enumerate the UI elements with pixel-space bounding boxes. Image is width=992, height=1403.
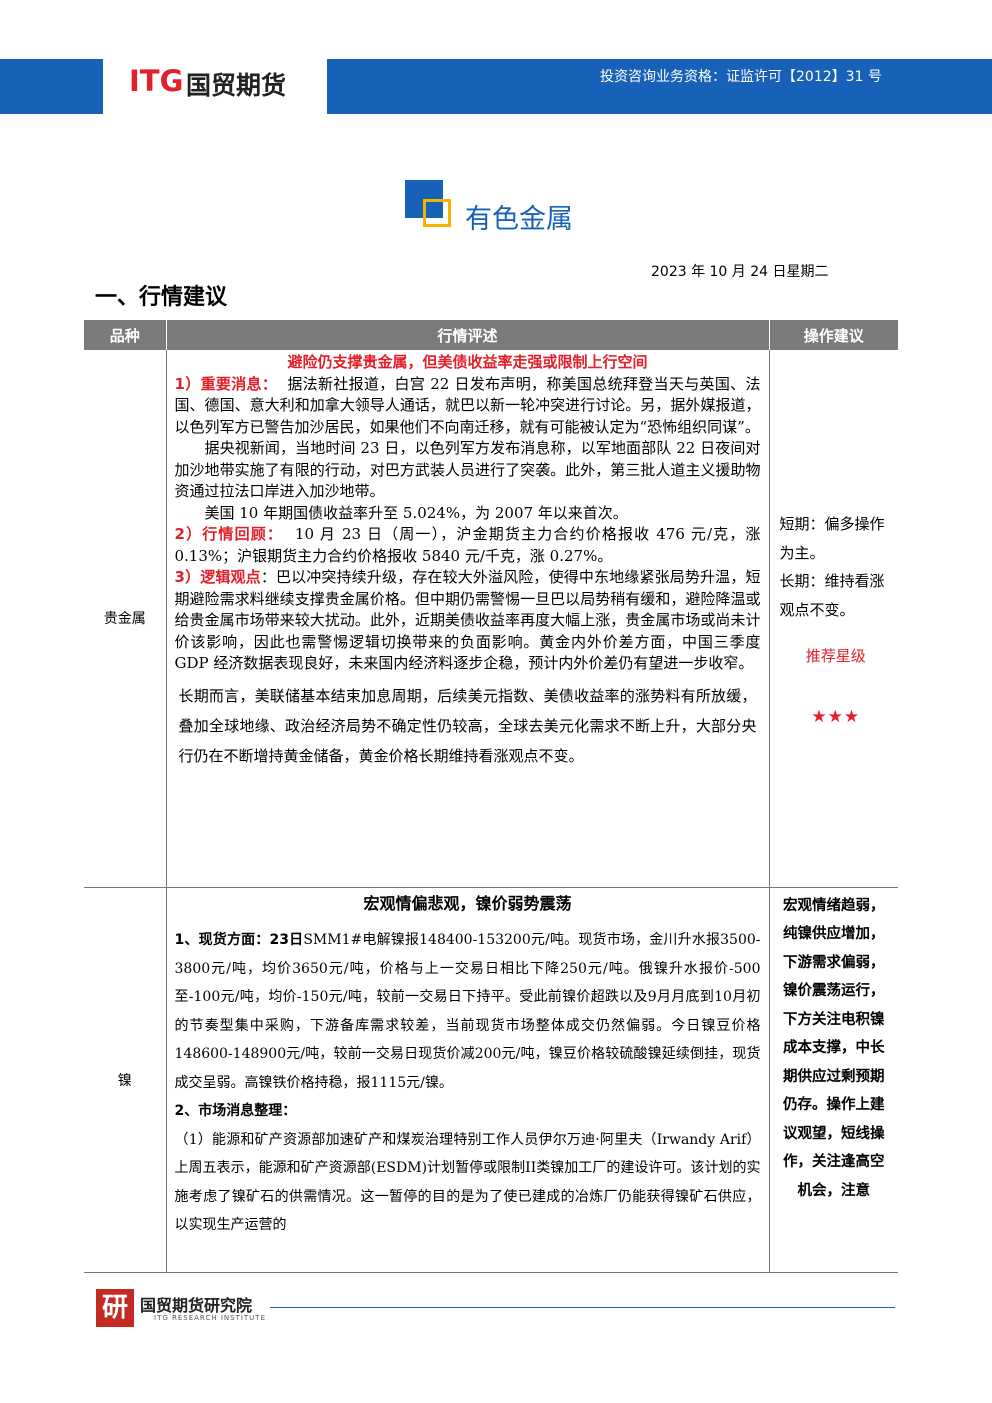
logic-paragraph: 3）逻辑观点：巴以冲突持续升级，存在较大外溢风险，使得中东地缘紧张局势升温，短期… — [175, 567, 761, 675]
review-label: 2）行情回顾： — [174, 525, 284, 543]
section-square-outline-icon — [423, 199, 451, 227]
footer-institute-name-en: ITG RESEARCH INSTITUTE — [154, 1314, 267, 1322]
advice-nickel: 宏观情绪趋弱，纯镍供应增加，下游需求偏弱，镍价震荡运行，下方关注电积镍成本支撑，… — [769, 887, 898, 1273]
table-header-row: 品种 行情评述 操作建议 — [84, 320, 898, 350]
long-term-text: 长期而言，美联储基本结束加息周期，后续美元指数、美债收益率的涨势料有所放缓，叠加… — [178, 686, 757, 765]
review-text: 10 月 23 日（周一），沪金期货主力合约价格报收 476 元/克，涨 0.1… — [174, 525, 761, 565]
commentary-precious: 避险仍支撑贵金属，但美债收益率走强或限制上行空间 1）重要消息： 据法新社报道，… — [166, 350, 770, 888]
recommend-rating-label: 推荐星级 — [805, 647, 866, 665]
col-header-category: 品种 — [84, 320, 167, 350]
market-text: （1）能源和矿产资源部加速矿产和煤炭治理特别工作人员伊尔万迪·阿里夫（Irwan… — [174, 1131, 761, 1234]
category-precious: 贵金属 — [84, 350, 167, 888]
license-text: 投资咨询业务资格：证监许可【2012】31 号 — [600, 69, 882, 85]
report-date: 2023 年 10 月 24 日星期二 — [651, 264, 829, 280]
page-heading: 一、行情建议 — [95, 285, 228, 310]
category-nickel: 镍 — [84, 887, 167, 1273]
news-paragraph: 1）重要消息： 据法新社报道，白宫 22 日发布声明，称美国总统拜登当天与英国、… — [175, 374, 761, 439]
nickel-headline: 宏观情偏悲观，镍价弱势震荡 — [363, 893, 572, 913]
spot-date: 23日 — [269, 932, 304, 948]
news-text-3: 美国 10 年期国债收益率升至 5.024%，为 2007 年以来首次。 — [204, 503, 628, 522]
logo-itg: ITG — [129, 64, 184, 98]
news-text-1: 据法新社报道，白宫 22 日发布声明，称美国总统拜登当天与英国、法国、德国、意大… — [174, 374, 761, 436]
news-text-2: 据央视新闻，当地时间 23 日，以色列军方发布消息称，以军地面部队 22 日夜间… — [174, 439, 761, 500]
news-label: 1）重要消息： — [174, 374, 278, 393]
spot-label: 1、现货方面： — [174, 932, 270, 948]
review-paragraph: 2）行情回顾： 10 月 23 日（周一），沪金期货主力合约价格报收 476 元… — [175, 524, 761, 567]
advice-long: 长期：维持看涨观点不变。 — [779, 572, 885, 619]
logo-box — [103, 59, 327, 114]
footer-divider — [270, 1307, 895, 1308]
logo-company-name: 国贸期货 — [186, 71, 287, 100]
commentary-nickel: 宏观情偏悲观，镍价弱势震荡 1、现货方面：23日SMM1#电解镍报148400-… — [166, 887, 770, 1273]
advice-precious: 短期：偏多操作为主。 长期：维持看涨观点不变。 推荐星级 ★★★ — [769, 350, 898, 888]
table-row: 贵金属 避险仍支撑贵金属，但美债收益率走强或限制上行空间 1）重要消息： 据法新… — [84, 350, 898, 888]
nickel-advice-text: 宏观情绪趋弱，纯镍供应增加，下游需求偏弱，镍价震荡运行，下方关注电积镍成本支撑，… — [783, 897, 885, 1199]
logic-label: 3）逻辑观点 — [174, 568, 261, 586]
logic-text: ：巴以冲突持续升级，存在较大外溢风险，使得中东地缘紧张局势升温，短期避险需求料继… — [174, 568, 761, 672]
research-logo-icon: 研 — [96, 1289, 134, 1327]
recommendation-table: 品种 行情评述 操作建议 贵金属 避险仍支撑贵金属，但美债收益率走强或限制上行空… — [84, 320, 898, 1273]
footer-institute-name: 国贸期货研究院 — [140, 1296, 253, 1315]
col-header-advice: 操作建议 — [769, 320, 898, 350]
spot-text: SMM1#电解镍报148400-153200元/吨。现货市场，金川升水报3500… — [174, 932, 761, 1091]
star-rating: ★★★ — [811, 706, 861, 727]
market-label: 2、市场消息整理： — [174, 1103, 297, 1119]
col-header-commentary: 行情评述 — [166, 320, 770, 350]
spot-paragraph: 1、现货方面：23日SMM1#电解镍报148400-153200元/吨。现货市场… — [175, 926, 761, 1097]
table-row: 镍 宏观情偏悲观，镍价弱势震荡 1、现货方面：23日SMM1#电解镍报14840… — [84, 887, 898, 1273]
advice-short: 短期：偏多操作为主。 — [779, 515, 885, 562]
section-title: 有色金属 — [465, 204, 573, 235]
precious-headline: 避险仍支撑贵金属，但美债收益率走强或限制上行空间 — [287, 353, 648, 371]
